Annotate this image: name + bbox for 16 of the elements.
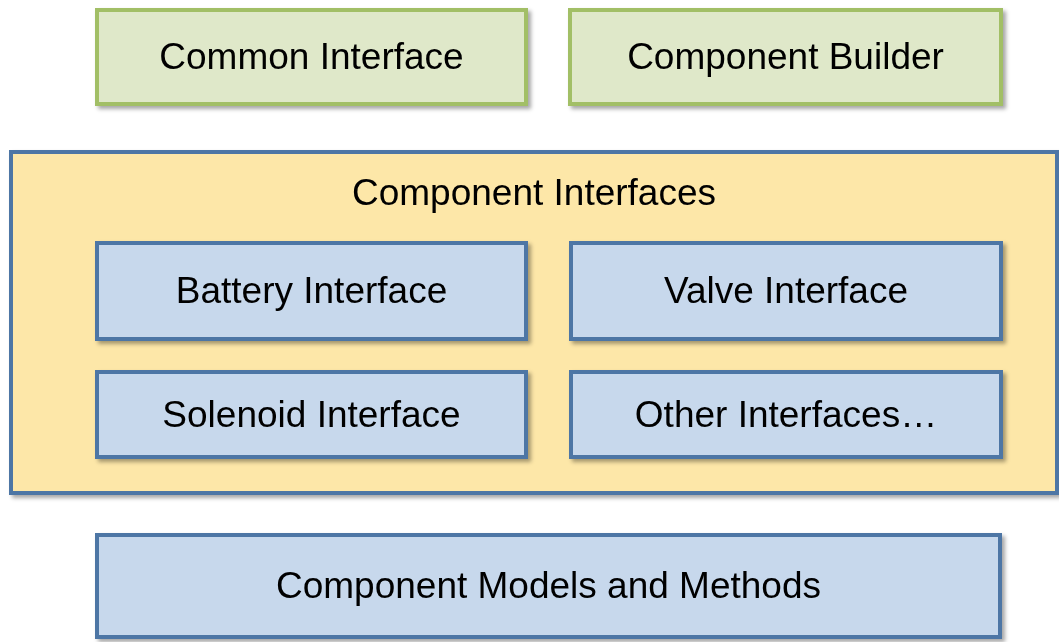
box-label: Solenoid Interface (162, 393, 461, 436)
box-label: Battery Interface (175, 270, 448, 312)
component-box (569, 241, 1003, 341)
box-label: Valve Interface (663, 270, 909, 312)
box-label: Component Models and Methods (275, 565, 821, 607)
box-label: Other Interfaces… (634, 393, 938, 436)
tool-box (95, 8, 528, 106)
component-box (95, 533, 1002, 639)
group-title: Component Interfaces (351, 172, 716, 214)
box-label: Common Interface (159, 36, 464, 78)
component-box (95, 370, 528, 459)
component-box (569, 370, 1003, 459)
tool-box (568, 8, 1003, 106)
box-label: Component Builder (627, 36, 944, 78)
component-box (95, 241, 528, 341)
group-panel (9, 150, 1059, 495)
